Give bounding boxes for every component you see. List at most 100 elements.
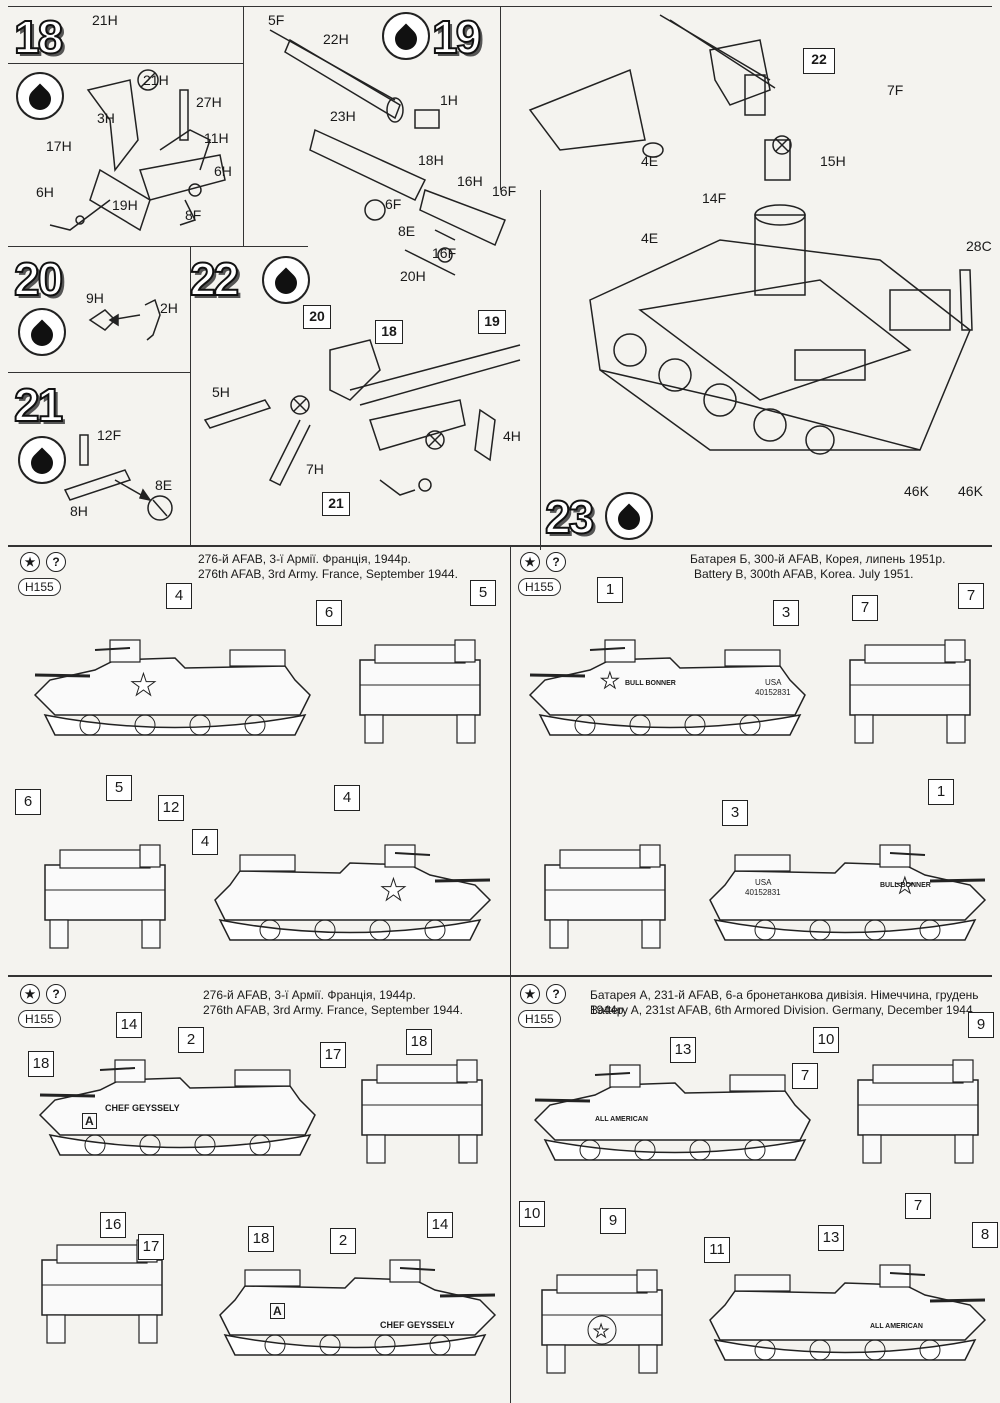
decal-callout: 6 (15, 789, 41, 815)
decal-callout: 12 (158, 795, 184, 821)
scheme-icons: ★ ? (20, 552, 66, 572)
part-label: 8H (70, 503, 88, 519)
marking-name: CHEF GEYSSELY (380, 1320, 455, 1330)
stamp-icon: ★ (20, 984, 40, 1004)
part-label: 14F (702, 190, 727, 206)
vehicle-front-view (44, 844, 166, 949)
part-label: 15H (820, 153, 846, 169)
step-20-drawing (88, 298, 161, 341)
part-label: 27H (196, 94, 222, 110)
part-label: 28C (966, 238, 992, 254)
decal-callout: 2 (330, 1228, 356, 1254)
decal-callout: 4 (192, 829, 218, 855)
scheme-caption-ua: 276-й AFAB, 3-ї Армії. Франція, 1944р. (203, 988, 416, 1002)
part-label: 6H (214, 163, 232, 179)
decal-callout: 2 (178, 1027, 204, 1053)
decal-callout: 1 (928, 779, 954, 805)
decal-callout: 9 (968, 1012, 994, 1038)
part-label: 4H (503, 428, 521, 444)
vehicle-side-view: ★ (708, 843, 987, 942)
part-label: 8E (398, 223, 416, 239)
part-label: 8F (185, 207, 202, 223)
vehicle-rear-view (359, 639, 481, 744)
glue-drop-icon (605, 492, 653, 540)
glue-drop-icon (18, 308, 66, 356)
question-icon: ? (46, 984, 66, 1004)
glue-drop-icon (18, 436, 66, 484)
vehicle-side-view (533, 1063, 812, 1162)
scheme-caption-ua: Батарея А, 231-й AFAB, 6-а бронетанкова … (590, 988, 979, 1017)
part-label: 12F (97, 427, 122, 443)
marking-serial: 40152831 (755, 688, 791, 697)
decal-callout: 13 (818, 1225, 844, 1251)
step-22-number: 22 (189, 252, 240, 306)
part-label: 8E (155, 477, 173, 493)
vehicle-side-view: ★ (213, 843, 492, 942)
part-label: 7H (306, 461, 324, 477)
svg-text:★: ★ (130, 669, 157, 702)
glue-drop-icon (382, 12, 430, 60)
ref-step-box: 20 (303, 305, 331, 329)
decal-callout: 7 (852, 595, 878, 621)
question-icon: ? (546, 984, 566, 1004)
part-label: 2H (160, 300, 178, 316)
part-code-badge: H155 (518, 578, 561, 596)
part-code-badge: H155 (18, 1010, 61, 1028)
part-label: 18H (418, 152, 444, 168)
ref-step-box: 21 (322, 492, 350, 516)
svg-text:★: ★ (380, 874, 407, 907)
decal-callout: 1 (597, 577, 623, 603)
decal-callout: 7 (905, 1193, 931, 1219)
part-label: 23H (330, 108, 356, 124)
marking-usa: USA (755, 878, 772, 887)
part-label: 46K (904, 483, 929, 499)
step-19-number: 19 (431, 10, 482, 64)
part-label: 20H (400, 268, 426, 284)
decal-callout: 7 (958, 583, 984, 609)
decal-callout: 5 (106, 775, 132, 801)
stamp-icon: ★ (20, 552, 40, 572)
marking-serial: 40152831 (745, 888, 781, 897)
part-code-badge: H155 (18, 578, 61, 596)
scheme-caption-en: 276th AFAB, 3rd Army. France, September … (198, 567, 458, 581)
decal-callout: 10 (813, 1027, 839, 1053)
step-22-howitzer-drawing (528, 14, 792, 181)
marking-usa: USA (765, 678, 782, 687)
step-23-number: 23 (544, 490, 595, 544)
marking-name: ALL AMERICAN (595, 1116, 648, 1123)
marking-letter: A (270, 1303, 285, 1319)
step-21-drawing (63, 434, 173, 521)
stamp-icon: ★ (520, 984, 540, 1004)
step-23-vehicle-drawing (589, 204, 973, 455)
stamp-icon: ★ (520, 552, 540, 572)
decal-callout: 9 (600, 1208, 626, 1234)
scheme-caption-ua: Батарея Б, 300-й AFAB, Корея, липень 195… (690, 552, 946, 566)
decal-callout: 14 (116, 1012, 142, 1038)
vehicle-rear-view (857, 1059, 979, 1164)
decal-callout: 3 (722, 800, 748, 826)
ref-step-box: 19 (478, 310, 506, 334)
decal-callout: 11 (704, 1237, 730, 1263)
decal-callout: 6 (316, 600, 342, 626)
part-label: 16H (457, 173, 483, 189)
decal-callout: 4 (166, 583, 192, 609)
scheme-caption-ua: 276-й AFAB, 3-ї Армії. Франція, 1944р. (198, 552, 411, 566)
part-label: 21H (92, 12, 118, 28)
part-label: 6F (385, 196, 402, 212)
marking-letter: A (82, 1113, 97, 1129)
part-code-badge: H155 (518, 1010, 561, 1028)
decal-callout: 4 (334, 785, 360, 811)
part-label: 5F (268, 12, 285, 28)
decal-callout: 16 (100, 1212, 126, 1238)
part-label: 16F (432, 245, 457, 261)
question-icon: ? (46, 552, 66, 572)
decal-callout: 8 (972, 1222, 998, 1248)
decal-callout: 17 (320, 1042, 346, 1068)
step-18-number: 18 (13, 10, 64, 64)
part-label: 4E (641, 230, 659, 246)
step-22-gun-drawing (203, 339, 521, 496)
decal-callout: 7 (792, 1063, 818, 1089)
ref-step-box: 18 (375, 320, 403, 344)
scheme-icons: ★ ? (20, 984, 66, 1004)
part-label: 19H (112, 197, 138, 213)
